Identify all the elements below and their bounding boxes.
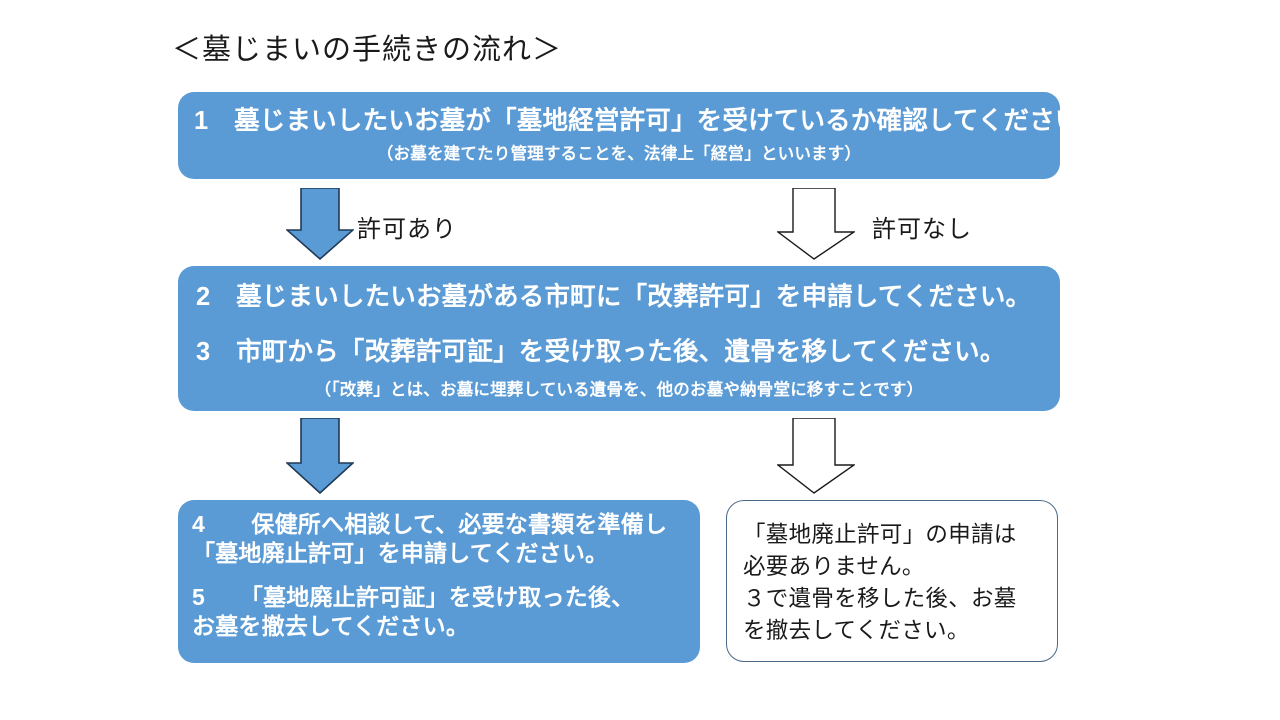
step-4-5-text: 4 保健所へ相談して、必要な書類を準備し 「墓地廃止許可」を申請してください。 …: [192, 510, 686, 642]
arrow-down-not-permitted: [777, 188, 855, 260]
step-2-3-box: 2 墓じまいしたいお墓がある市町に「改葬許可」を申請してください。 3 市町から…: [178, 266, 1060, 411]
step-2-main-text: 2 墓じまいしたいお墓がある市町に「改葬許可」を申請してください。: [196, 283, 1032, 311]
no-permit-note-box: 「墓地廃止許可」の申請は 必要ありません。 ３で遺骨を移した後、お墓 を撤去して…: [726, 500, 1058, 662]
step-3-note-text: （「改葬」とは、お墓に埋葬している遺骨を、他のお墓や納骨堂に移すことです）: [314, 381, 924, 399]
note-line-2: 必要ありません。: [743, 553, 925, 579]
step-4-line-2: 「墓地廃止許可」を申請してください。: [192, 540, 609, 567]
arrow-down-permitted: [286, 188, 354, 260]
page-title: ＜墓じまいの手続きの流れ＞: [172, 34, 563, 66]
spacer: [192, 569, 686, 583]
note-line-4: を撤去してください。: [743, 617, 970, 643]
step-1-note-text: （お墓を建てたり管理することを、法律上「経営」といいます）: [376, 145, 862, 163]
arrow-down-to-note: [777, 418, 855, 494]
step-5-line-2: お墓を撤去してください。: [192, 613, 470, 640]
note-line-3: ３で遺骨を移した後、お墓: [743, 585, 1017, 611]
no-permit-note-text: 「墓地廃止許可」の申請は 必要ありません。 ３で遺骨を移した後、お墓 を撤去して…: [743, 519, 1045, 647]
step-4-line-1: 4 保健所へ相談して、必要な書類を準備し: [192, 511, 668, 537]
step-5-line-1: 5 「墓地廃止許可証」を受け取った後、: [192, 583, 635, 610]
step-1-main-text: 1 墓じまいしたいお墓が「墓地経営許可」を受けているか確認してください。: [194, 107, 1107, 135]
arrow-label-permitted: 許可あり: [357, 217, 457, 243]
note-line-1: 「墓地廃止許可」の申請は: [743, 522, 1017, 547]
step-4-5-box: 4 保健所へ相談して、必要な書類を準備し 「墓地廃止許可」を申請してください。 …: [178, 500, 700, 663]
arrow-down-to-step-4: [286, 418, 354, 494]
step-1-box: 1 墓じまいしたいお墓が「墓地経営許可」を受けているか確認してください。 （お墓…: [178, 92, 1106, 179]
arrow-label-not-permitted: 許可なし: [872, 217, 972, 243]
step-3-main-text: 3 市町から「改葬許可証」を受け取った後、遺骨を移してください。: [196, 338, 1006, 366]
